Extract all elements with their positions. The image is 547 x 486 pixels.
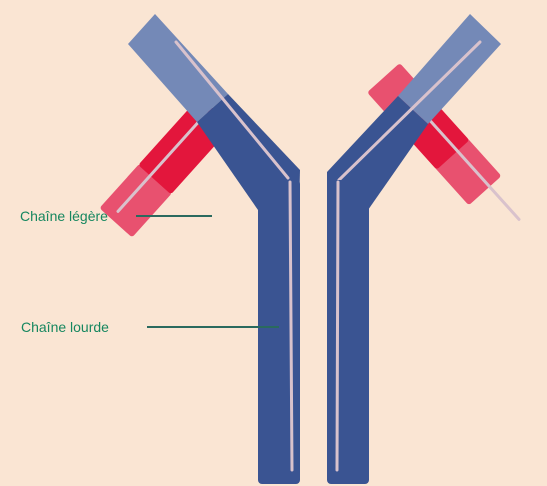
left-heavy-chain-stem-body	[258, 180, 300, 484]
heavy-chain-label: Chaîne lourde	[21, 319, 109, 335]
left-heavy-chain-stem-stripe	[290, 182, 292, 470]
left-heavy-chain-variable	[128, 14, 228, 122]
light-chain-label: Chaîne légère	[20, 208, 108, 224]
right-heavy-chain-stem	[327, 180, 369, 484]
right-heavy-chain-stem-body	[327, 180, 369, 484]
right-heavy-chain-stem-stripe	[337, 182, 338, 470]
left-heavy-chain-stem	[258, 180, 300, 484]
